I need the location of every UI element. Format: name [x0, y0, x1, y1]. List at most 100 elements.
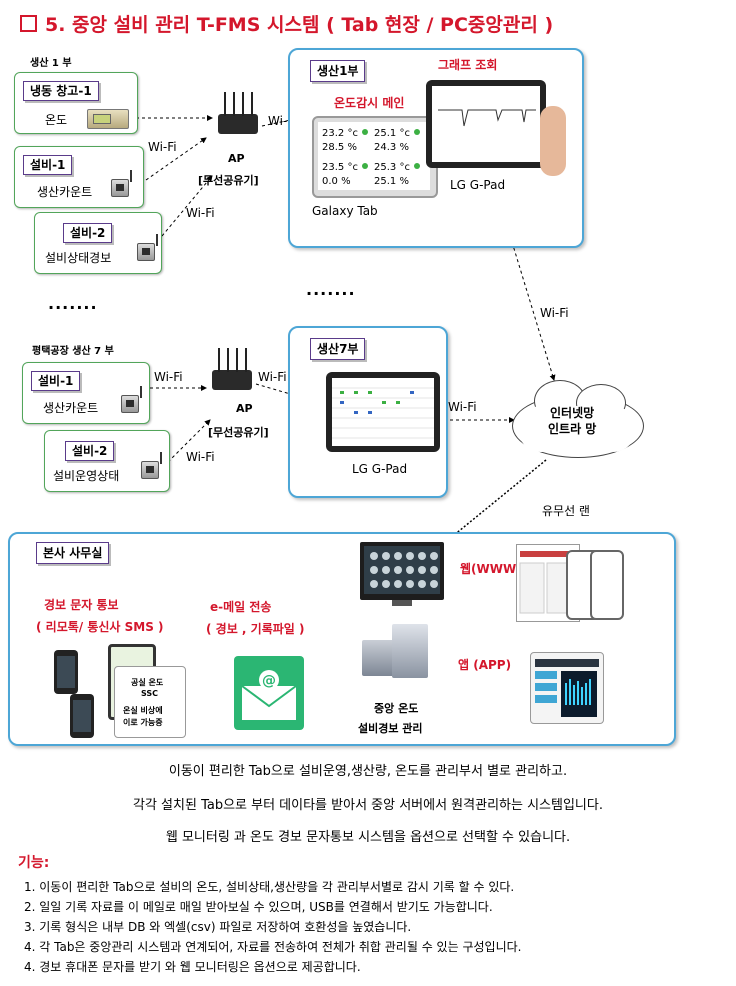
feature-item: 1. 이동이 편리한 Tab으로 설비의 온도, 설비상태,생산량을 각 관리부… — [24, 880, 515, 894]
sms-line: 이로 가능중 — [123, 718, 163, 727]
intranet-label: 인트라 망 — [548, 422, 597, 436]
ellipsis-center: ....... — [306, 280, 356, 299]
galaxy-tab-label: Galaxy Tab — [312, 204, 378, 218]
box-header: 생산7부 — [310, 338, 366, 360]
galaxy-tab-device: 23.2 °c 25.1 °c 28.5 % 24.3 % 23.5 °c 25… — [312, 116, 438, 198]
checkbox-square-icon — [20, 15, 37, 32]
email-icon: @ — [234, 656, 304, 730]
device-sub: 생산카운트 — [43, 401, 99, 415]
svg-text:@: @ — [262, 673, 276, 689]
ellipsis-left: ....... — [48, 294, 98, 313]
production-dept-7-box: 생산7부 LG G-Pad — [288, 326, 448, 498]
device-tag: 설비-1 — [31, 371, 81, 391]
link-dev2-ap1 — [145, 137, 207, 181]
wifi-label: Wi-Fi — [186, 206, 215, 220]
feature-item: 4. 경보 휴대폰 문자를 받기 와 웹 모니터링은 옵션으로 제공합니다. — [24, 960, 361, 974]
monitor-stand-icon — [392, 600, 412, 606]
ap-sublabel: [무선공유기] — [198, 174, 259, 187]
reading: 0.0 % — [322, 176, 351, 187]
sms-message-card: 공실 온도 SSC 온실 비상에 이로 가능중 — [114, 666, 186, 738]
feature-item: 2. 일일 기록 자료를 이 메일로 매일 받아보실 수 있으며, USB를 연… — [24, 900, 493, 914]
graph-view-label: 그래프 조회 — [438, 58, 498, 72]
wifi-label: Wi-Fi — [258, 370, 287, 384]
equipment-alarm-management-label: 설비경보 관리 — [358, 722, 423, 735]
device-tag: 설비-2 — [63, 223, 113, 243]
ap-label: AP — [236, 402, 253, 415]
email-label: e-메일 전송 — [210, 600, 272, 614]
link-internet-hq — [446, 459, 547, 541]
envelope-icon: @ — [241, 670, 297, 720]
reading: 23.2 °c — [322, 128, 368, 139]
sms-line: SSC — [141, 689, 159, 698]
sms-line: 온실 비상에 — [123, 706, 163, 715]
lg-gpad-graph-device — [426, 80, 546, 168]
email-sublabel: ( 경보 , 기록파일 ) — [206, 622, 305, 636]
device-sub: 설비상태경보 — [45, 251, 112, 265]
app-label: 앱 (APP) — [458, 658, 512, 672]
app-screen-icon — [530, 652, 604, 724]
device-equipment-1: 설비-1 생산카운트 — [14, 146, 144, 208]
sensor-icon — [141, 452, 162, 479]
feature-item: 3. 기록 형식은 내부 DB 와 엑셀(csv) 파일로 저장하여 호환성을 … — [24, 920, 412, 934]
link-dev3-ap1 — [161, 175, 213, 237]
graph-icon — [438, 109, 536, 127]
lan-label: 유무선 랜 — [542, 504, 590, 518]
reading: 25.3 °c — [374, 162, 420, 173]
device-equipment-2: 설비-2 설비상태경보 — [34, 212, 162, 274]
lg-gpad-label: LG G-Pad — [352, 462, 408, 476]
device-equipment-7-1: 설비-1 생산카운트 — [22, 362, 150, 424]
hand-icon — [540, 106, 566, 176]
device-cold-storage: 냉동 창고-1 온도 — [14, 72, 138, 134]
box-header: 본사 사무실 — [36, 542, 110, 564]
internet-label: 인터넷망 — [550, 406, 595, 420]
mobile-phone-icon — [70, 694, 94, 738]
reading: 23.5 °c — [322, 162, 368, 173]
wifi-label: Wi-Fi — [186, 450, 215, 464]
sensor-icon — [111, 170, 132, 197]
device-sub: 설비운영상태 — [53, 469, 120, 483]
tablet-screen: 23.2 °c 25.1 °c 28.5 % 24.3 % 23.5 °c 25… — [318, 122, 430, 190]
link-box1-internet — [511, 241, 556, 381]
computer-icon — [362, 620, 434, 680]
device-equipment-7-2: 설비-2 설비운영상태 — [44, 430, 170, 492]
graph-screen — [432, 86, 540, 162]
table-grid-icon — [332, 387, 434, 439]
sms-line: 공실 온도 — [131, 678, 164, 687]
router-icon — [212, 348, 252, 390]
reading: 25.1 °c — [374, 128, 420, 139]
table-screen — [332, 378, 434, 446]
alarm-sms-label: 경보 문자 통보 — [44, 598, 119, 612]
device-sub: 온도 — [45, 113, 68, 127]
device-tag: 설비-1 — [23, 155, 73, 175]
description-line-3: 웹 모니터링 과 온도 경보 문자통보 시스템을 옵션으로 선택할 수 있습니다… — [165, 830, 571, 845]
smartphone-icon — [590, 550, 624, 620]
temperature-display-icon — [87, 109, 129, 129]
section1-label: 생산 1 부 — [30, 58, 72, 69]
wifi-label: Wi-Fi — [448, 400, 477, 414]
link-ap2-box7 — [255, 383, 305, 400]
description-line-2: 각각 설치된 Tab으로 부터 데이타를 받아서 중앙 서버에서 원격관리하는 … — [133, 798, 603, 813]
wifi-label: Wi-Fi — [154, 370, 183, 384]
page-title: 5. 중앙 설비 관리 T-FMS 시스템 ( Tab 현장 / PC중앙관리 … — [20, 10, 553, 37]
monitor-screen — [364, 546, 440, 594]
app-screenshot — [535, 659, 599, 717]
lg-gpad-device — [326, 372, 440, 452]
section7-label: 평택공장 생산 7 부 — [32, 346, 114, 357]
mobile-phone-icon — [54, 650, 78, 694]
ap-sublabel: [무선공유기] — [208, 426, 269, 439]
device-sub: 생산카운트 — [37, 185, 93, 199]
reading: 24.3 % — [374, 142, 409, 153]
ap-label: AP — [228, 152, 245, 165]
wifi-label: Wi-Fi — [540, 306, 569, 320]
feature-item: 4. 각 Tab은 중앙관리 시스템과 연계되어, 자료를 전송하여 전체가 취… — [24, 940, 522, 954]
device-tag: 냉동 창고-1 — [23, 81, 99, 101]
reading: 28.5 % — [322, 142, 357, 153]
description-line-1: 이동이 편리한 Tab으로 설비운영,생산량, 온도를 관리부서 별로 관리하고… — [168, 764, 568, 779]
device-tag: 설비-2 — [65, 441, 115, 461]
features-heading: 기능: — [18, 855, 50, 871]
alarm-sms-sublabel: ( 리모톡/ 통신사 SMS ) — [36, 620, 164, 634]
reading: 25.1 % — [374, 176, 409, 187]
sensor-icon — [121, 386, 142, 413]
sensor-icon — [137, 234, 158, 261]
